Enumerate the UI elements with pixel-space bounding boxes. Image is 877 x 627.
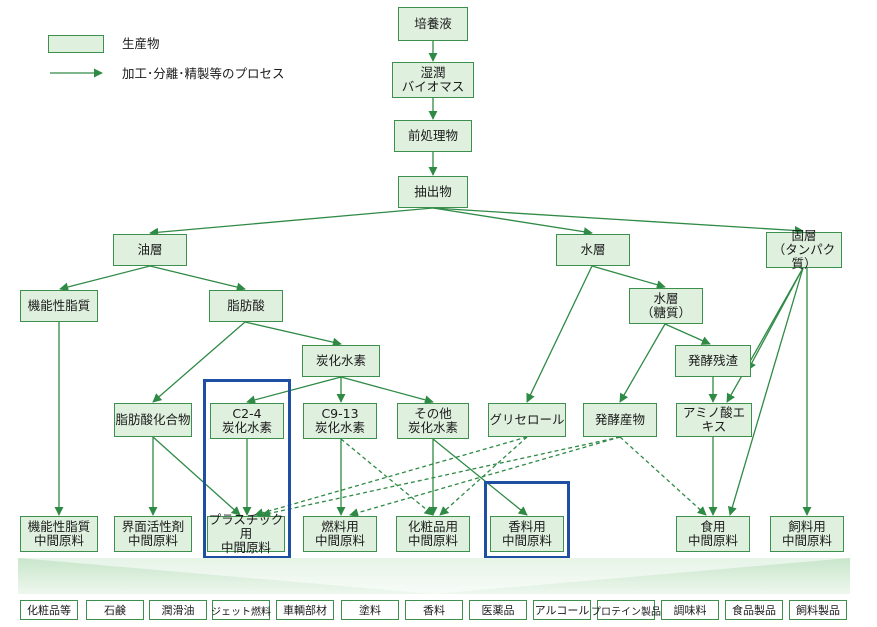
arrow-c9-13-keshohin — [340, 438, 434, 516]
arrow-suiso-toushitsu — [591, 265, 666, 290]
arrow-shibosan-kagobutsu — [152, 321, 246, 403]
node-hakko-sanbutsu: 発酵産物 — [583, 403, 657, 437]
node-suiso-toushitsu: 水層 （糖質） — [629, 288, 703, 324]
node-shitsujun: 湿潤 バイオマス — [392, 62, 474, 98]
legend-product-swatch — [48, 35, 104, 53]
highlight-koryo — [484, 481, 570, 559]
arrow-chushutsu-suiso — [432, 207, 593, 237]
arrow-yuso-kinosei — [59, 265, 151, 292]
node-sonota: その他 炭化水素 — [397, 403, 469, 439]
legend-product-label: 生産物 — [122, 36, 160, 51]
products-band-arrow — [18, 558, 850, 594]
node-int-shokuyo: 食用 中間原料 — [676, 516, 750, 552]
product-item: アルコール — [533, 600, 591, 620]
arrow-koso-zansa — [747, 267, 804, 371]
node-int-koryo: 香料用 中間原料 — [490, 516, 564, 552]
arrow-hakko-plastic — [261, 436, 621, 518]
legend-process-label: 加工･分離･精製等のプロセス — [122, 66, 285, 81]
node-chushutsu: 抽出物 — [398, 176, 468, 208]
node-int-kaimen: 界面活性剤 中間原料 — [114, 516, 192, 552]
node-int-kinosei: 機能性脂質 中間原料 — [20, 516, 98, 552]
arrow-chushutsu-yuso — [149, 207, 434, 237]
product-item: 調味料 — [661, 600, 719, 620]
node-int-plastic: プラスチック用 中間原料 — [207, 512, 285, 555]
product-item: 化粧品等 — [20, 600, 78, 620]
product-item: 塗料 — [341, 600, 399, 620]
node-amino: アミノ酸エキス — [676, 403, 752, 437]
node-hakko-zansa: 発酵残渣 — [675, 345, 751, 377]
product-item: 石鹸 — [86, 600, 144, 620]
node-baiyoeki: 培養液 — [398, 7, 468, 41]
arrow-tanka-sonota — [340, 376, 434, 405]
product-item: 飼料製品 — [789, 600, 847, 620]
arrow-shibosan-tankasuiso — [244, 321, 342, 347]
node-suiso: 水層 — [556, 234, 630, 266]
node-int-shiryo: 飼料用 中間原料 — [770, 516, 844, 552]
node-kinosei-shishitsu: 機能性脂質 — [20, 290, 98, 322]
arrow-hakko-nenryo — [349, 436, 621, 518]
arrow-toushitsu-hakko — [619, 323, 666, 403]
node-tanka-suiso: 炭化水素 — [302, 345, 380, 377]
arrow-suiso-glycerol — [526, 265, 593, 403]
arrow-sonota-koryo — [432, 438, 528, 516]
node-int-nenryo: 燃料用 中間原料 — [303, 516, 377, 552]
arrow-tanka-c2-4 — [246, 376, 342, 405]
node-int-keshohin: 化粧品用 中間原料 — [396, 516, 470, 552]
product-item: 潤滑油 — [149, 600, 207, 620]
arrow-glycerol-plastic — [254, 436, 528, 518]
product-item: 香料 — [405, 600, 463, 620]
node-c9-13: C9-13 炭化水素 — [303, 403, 377, 439]
node-shibosan: 脂肪酸 — [209, 290, 283, 322]
node-koso: 固層 （タンパク質） — [766, 229, 842, 271]
arrow-chushutsu-koso — [432, 207, 804, 236]
product-item: ジェット燃料 — [211, 600, 271, 620]
highlight-c2-4-plastic — [203, 379, 291, 559]
arrow-hakko-shokuyo — [619, 436, 707, 516]
product-item: 医薬品 — [469, 600, 527, 620]
node-shibosan-kagobutsu: 脂肪酸化合物 — [114, 403, 192, 437]
arrow-yuso-shibosan — [149, 265, 246, 292]
node-yuso: 油層 — [113, 234, 187, 266]
product-item: 食品製品 — [725, 600, 783, 620]
arrow-koso-shokuyo — [727, 267, 804, 516]
arrow-kagobutsu-plastic — [152, 436, 241, 516]
node-zenshori: 前処理物 — [394, 120, 472, 152]
product-item: プロテイン製品 — [591, 600, 661, 620]
node-glycerol: グリセロール — [488, 403, 566, 437]
product-item: 車輌部材 — [276, 600, 334, 620]
arrow-toushitsu-zansa — [664, 323, 711, 345]
node-c2-4: C2-4 炭化水素 — [210, 403, 284, 439]
